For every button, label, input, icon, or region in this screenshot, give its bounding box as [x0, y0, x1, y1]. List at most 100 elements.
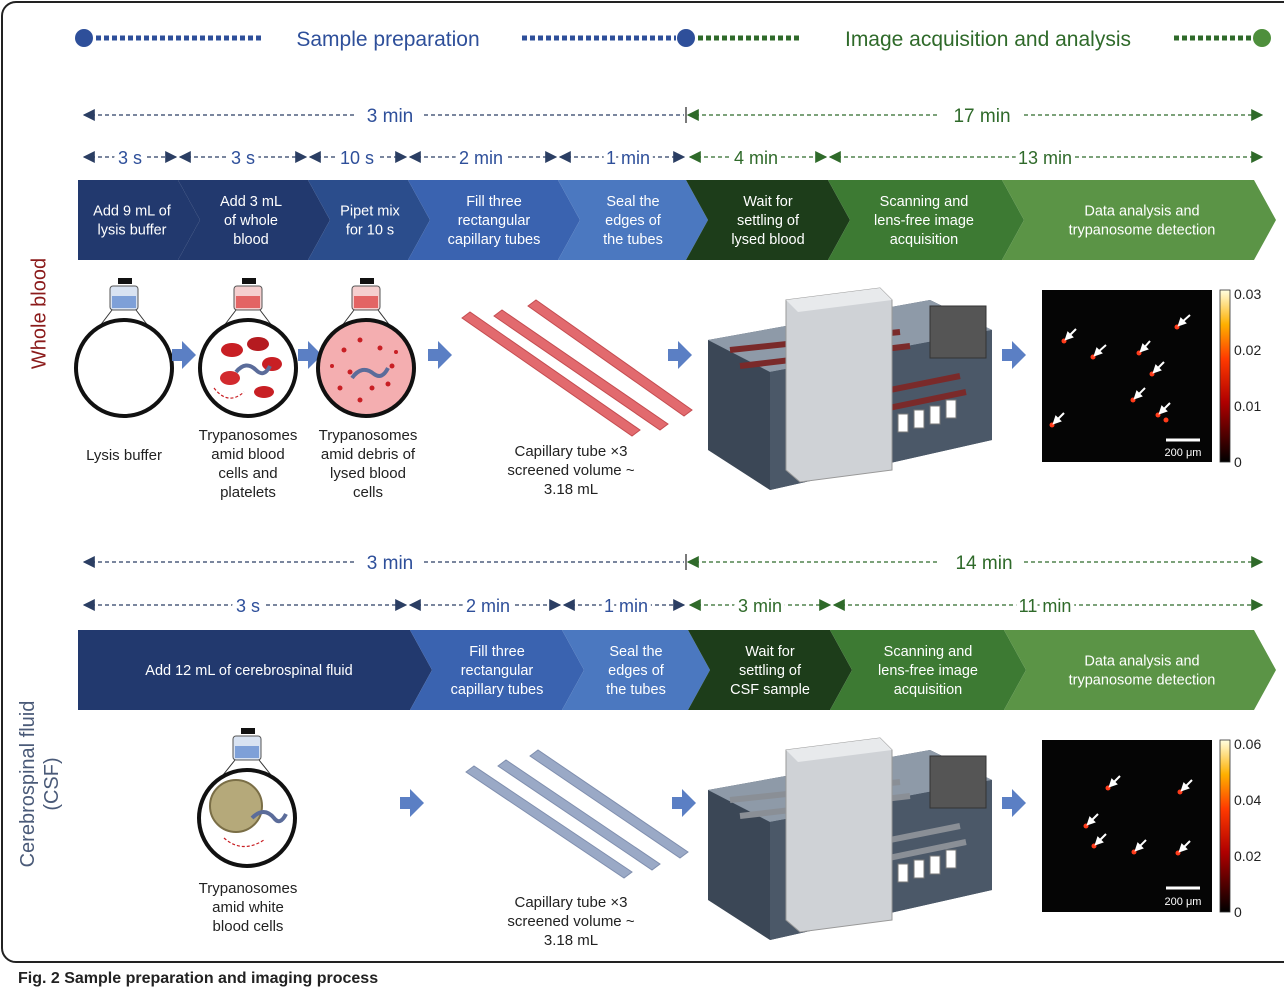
lysis-buffer-circle: [74, 318, 174, 418]
wb-blood-flask: [198, 278, 298, 418]
step-label-line: Add 3 mL: [220, 194, 282, 210]
wb-capillary-tubes: [461, 299, 693, 437]
white-cells-desc: Trypanosomes amid white blood cells: [198, 880, 298, 935]
csf-flask: [197, 728, 297, 868]
csf-side-label-line2: (CSF): [41, 757, 63, 811]
csf-total-image-time: 14 min: [955, 553, 1012, 574]
step-label-line: the tubes: [603, 232, 663, 248]
wb-step-1: [78, 180, 200, 260]
csf-step-label-6: Data analysis and trypanosome detection: [1069, 654, 1216, 689]
csf-step-timeline: 3 s 2 min 1 min 3 min 11 min: [82, 592, 1264, 620]
csf-colorbar: [1219, 739, 1231, 913]
csf-lensfree-device: [708, 737, 992, 940]
step-label-line: Wait for: [743, 194, 793, 210]
blood-cells-circle: [198, 318, 298, 418]
step-label-line: Pipet mix: [340, 204, 400, 220]
wb-colorbar-tick-1: 0.03: [1234, 286, 1261, 302]
csf-step-time-1: 3 s: [236, 596, 260, 616]
step-label-line: lens-free image: [878, 663, 978, 679]
wb-colorbar: [1219, 289, 1231, 463]
step-label-line: lysis buffer: [97, 223, 166, 239]
step-label-line: edges of: [608, 663, 665, 679]
wb-step-3: [308, 180, 430, 260]
wb-step-timeline: 3 s 3 s 10 s 2 min 1 min 4 min 13 min: [82, 144, 1264, 172]
csf-step-4: [688, 630, 852, 710]
image-acq-label: Image acquisition and analysis: [845, 28, 1131, 51]
arrow-right-icon: [668, 341, 692, 369]
step-label-line: trypanosome detection: [1069, 223, 1216, 239]
wb-lysis-flask: [74, 278, 174, 418]
step-label-line: trypanosome detection: [1069, 673, 1216, 689]
arrow-right-icon: [1002, 789, 1026, 817]
step-label-line: Scanning and: [884, 644, 973, 660]
wb-step-8: [1002, 180, 1276, 260]
wb-step-2: [178, 180, 330, 260]
header-legend: Sample preparation Image acquisition and…: [75, 28, 1271, 51]
csf-capillary-tubes: [465, 749, 689, 879]
wb-total-prep-time: 3 min: [367, 106, 413, 127]
wb-colorbar-tick-2: 0.02: [1234, 342, 1261, 358]
csf-step-2: [410, 630, 584, 710]
header-start-dot: [75, 29, 93, 47]
csf-colorbar-tick-3: 0.02: [1234, 848, 1261, 864]
csf-capillary-desc: Capillary tube ×3 screened volume ~ 3.18…: [507, 894, 635, 949]
arrow-right-icon: [428, 341, 452, 369]
csf-detection-image: 200 μm 0.06 0.04 0.02 0: [1042, 736, 1261, 920]
wb-step-time-1: 3 s: [118, 148, 142, 168]
step-label-line: Fill three: [466, 194, 522, 210]
wb-step-time-3: 10 s: [340, 148, 374, 168]
step-label-line: settling of: [739, 663, 802, 679]
arrow-right-icon: [172, 341, 196, 369]
csf-detection-panel: [1042, 740, 1212, 912]
step-label-line: Fill three: [469, 644, 525, 660]
csf-side-label: Cerebrospinal fluid (CSF): [16, 684, 64, 884]
wb-colorbar-tick-4: 0: [1234, 454, 1242, 470]
wb-detection-image: 200 μm 0.03 0.02 0.01 0: [1042, 286, 1261, 470]
step-label-line: acquisition: [890, 232, 959, 248]
csf-steps-bar: [78, 630, 1276, 710]
csf-step-5: [830, 630, 1026, 710]
wb-colorbar-tick-3: 0.01: [1234, 398, 1261, 414]
wb-step-label-5: Seal the edges of the tubes: [603, 194, 663, 248]
blood-cells-desc: Trypanosomes amid blood cells and platel…: [198, 427, 298, 501]
wb-step-7: [828, 180, 1024, 260]
csf-total-prep-time: 3 min: [367, 553, 413, 574]
wb-step-time-5: 1 min: [606, 148, 650, 168]
step-label-line: capillary tubes: [448, 232, 541, 248]
wb-steps-bar: [78, 180, 1276, 260]
lysis-buffer-desc: Lysis buffer: [86, 447, 162, 464]
step-label-line: settling of: [737, 213, 800, 229]
step-label-line: lysed blood: [731, 232, 804, 248]
figure-caption: Fig. 2 Sample preparation and imaging pr…: [18, 970, 379, 987]
step-label-line: Add 12 mL of cerebrospinal fluid: [145, 663, 352, 679]
csf-colorbar-tick-4: 0: [1234, 904, 1242, 920]
csf-step-3: [562, 630, 710, 710]
wb-scale-bar-label: 200 μm: [1165, 447, 1202, 459]
csf-step-time-3: 1 min: [604, 596, 648, 616]
wb-step-label-3: Pipet mix for 10 s: [340, 204, 400, 239]
step-label-line: Data analysis and: [1084, 204, 1199, 220]
step-label-line: edges of: [605, 213, 662, 229]
lysed-cells-desc: Trypanosomes amid debris of lysed blood …: [318, 427, 418, 501]
csf-step-label-1: Add 12 mL of cerebrospinal fluid: [145, 663, 352, 679]
step-label-line: for 10 s: [346, 223, 394, 239]
csf-scale-bar-label: 200 μm: [1165, 896, 1202, 908]
wb-step-label-8: Data analysis and trypanosome detection: [1069, 204, 1216, 239]
step-label-line: Seal the: [609, 644, 662, 660]
csf-colorbar-tick-2: 0.04: [1234, 792, 1261, 808]
step-label-line: Wait for: [745, 644, 795, 660]
step-label-line: rectangular: [458, 213, 531, 229]
arrow-right-icon: [672, 789, 696, 817]
arrow-right-icon: [1002, 341, 1026, 369]
wb-total-image-time: 17 min: [953, 106, 1010, 127]
step-label-line: lens-free image: [874, 213, 974, 229]
step-label-line: of whole: [224, 213, 278, 229]
step-label-line: Data analysis and: [1084, 654, 1199, 670]
arrow-right-icon: [400, 789, 424, 817]
step-label-line: Seal the: [606, 194, 659, 210]
